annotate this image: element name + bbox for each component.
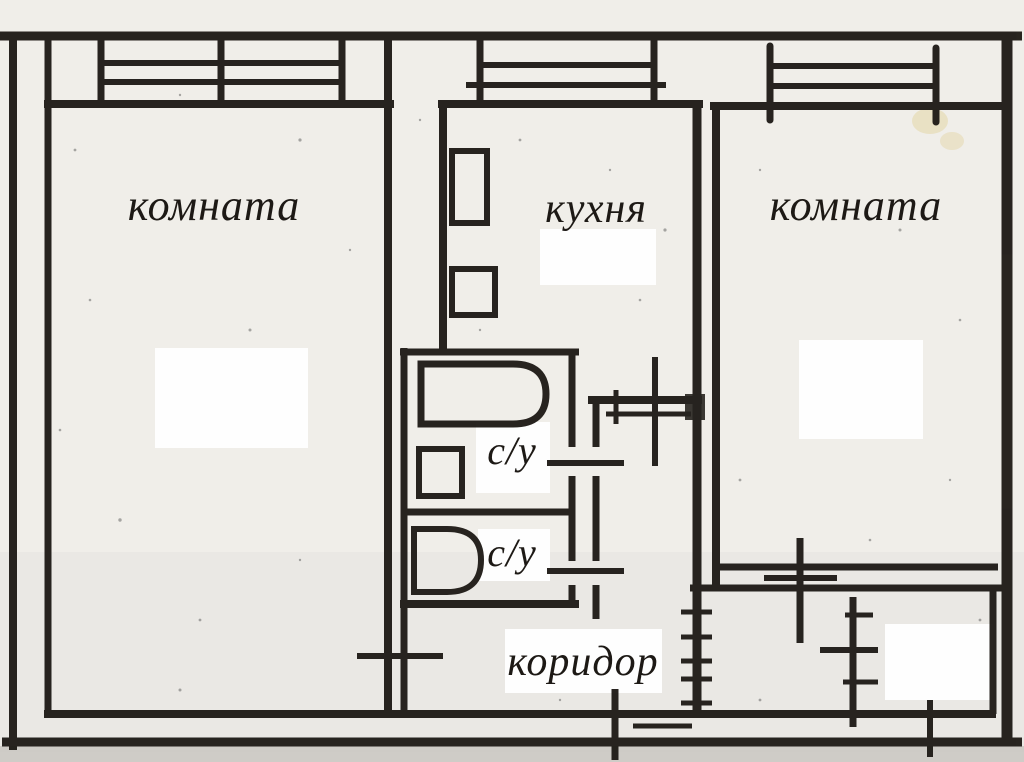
paper-stain-2 bbox=[940, 132, 964, 150]
room-label-left: комната bbox=[128, 181, 300, 230]
bathtub-icon bbox=[417, 360, 550, 428]
paper-stain-1 bbox=[912, 108, 948, 134]
label-patch-su-upper bbox=[476, 422, 550, 493]
erased-patch-bottom-right bbox=[885, 624, 993, 700]
toilet-icon bbox=[411, 526, 485, 595]
walls bbox=[0, 31, 1022, 760]
erased-patch-right-room bbox=[799, 340, 923, 439]
correction-patches bbox=[155, 229, 993, 700]
window-kitchen bbox=[466, 38, 666, 104]
label-patch-su-lower bbox=[478, 529, 550, 581]
ink-blot-junction bbox=[685, 394, 705, 420]
erased-patch-left-room bbox=[155, 348, 308, 448]
room-label-su-lower: с/у bbox=[487, 530, 537, 575]
label-patch-corridor bbox=[505, 629, 662, 693]
room-label-su-upper: с/у bbox=[487, 428, 537, 473]
room-labels: комната кухня комната с/у с/у коридор bbox=[128, 181, 942, 685]
window-left-room bbox=[97, 36, 346, 104]
stove-icon bbox=[449, 266, 498, 318]
room-label-corridor: коридор bbox=[507, 639, 658, 685]
kitchen-counter-icon bbox=[449, 148, 490, 226]
room-label-kitchen: кухня bbox=[545, 186, 647, 232]
sink-icon bbox=[416, 446, 465, 499]
paper-speckles bbox=[58, 93, 982, 702]
bottom-edge-band bbox=[0, 746, 1024, 762]
entry-door-hatch bbox=[681, 609, 712, 706]
room-label-right: комната bbox=[770, 181, 942, 230]
window-right-room bbox=[766, 42, 940, 126]
erased-patch-kitchen bbox=[540, 229, 656, 285]
